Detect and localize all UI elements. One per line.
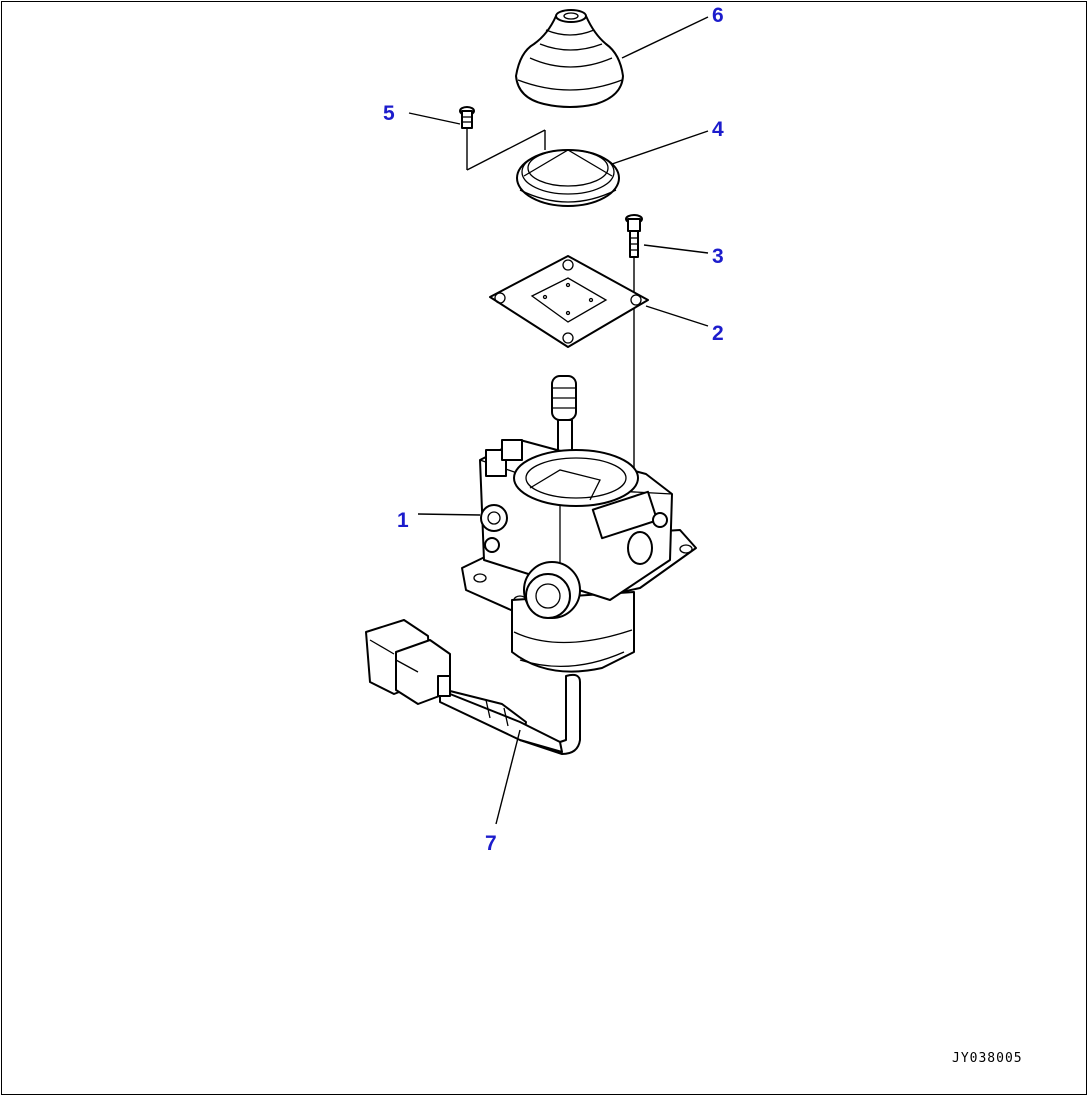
leader-7	[495, 729, 521, 825]
callout-5: 5	[383, 102, 395, 125]
callout-2: 2	[712, 322, 724, 345]
callout-6: 6	[712, 4, 724, 27]
callout-7: 7	[485, 832, 497, 855]
leader-3	[643, 244, 709, 254]
part-1-valve-body	[461, 375, 697, 673]
part-6-boot	[515, 9, 624, 108]
drawing-id: JY038005	[952, 1051, 1023, 1066]
callout-1: 1	[397, 509, 409, 532]
callout-3: 3	[712, 245, 724, 268]
leader-2	[645, 305, 709, 327]
part-7-harness	[365, 619, 581, 755]
part-2-gasket	[489, 255, 649, 348]
callout-4: 4	[712, 118, 724, 141]
leader-4	[611, 130, 709, 165]
leader-1	[417, 513, 481, 516]
part-5-screw	[459, 106, 546, 171]
part-3-bolt	[625, 214, 643, 480]
leader-lines	[408, 16, 709, 825]
leader-6	[621, 16, 709, 59]
part-4-ring	[516, 149, 620, 207]
leader-5	[408, 112, 461, 125]
